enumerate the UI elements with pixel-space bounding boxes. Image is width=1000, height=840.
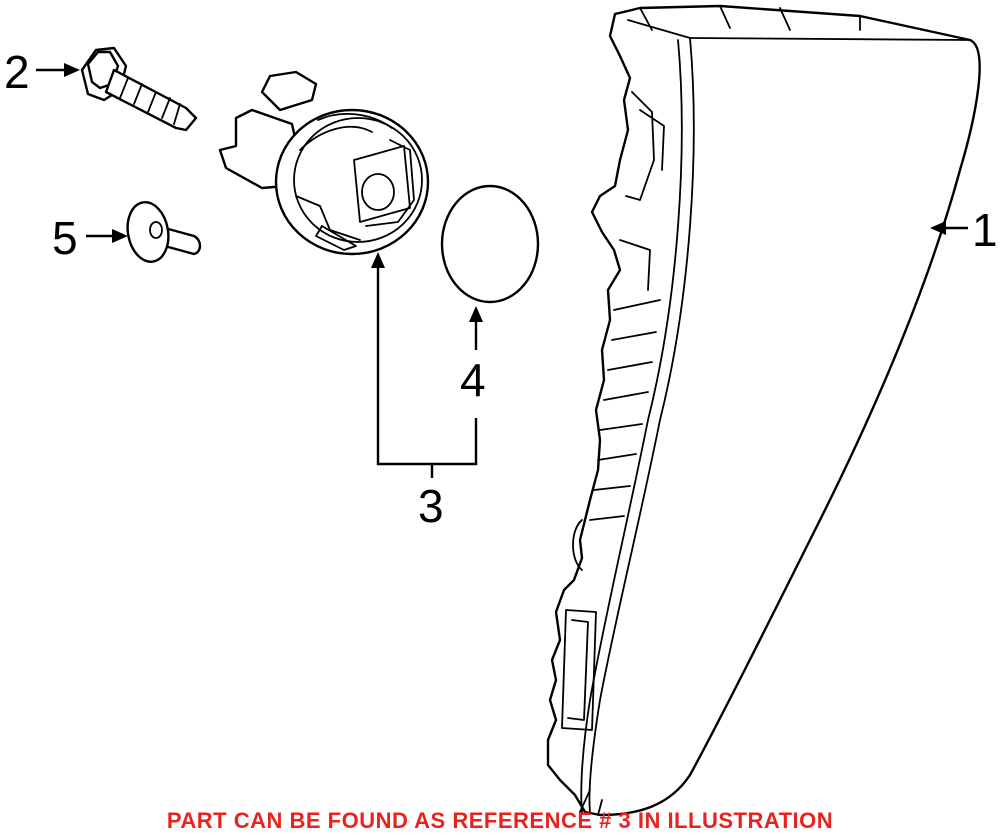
pin-head <box>126 201 170 263</box>
arrowhead-2 <box>64 63 80 77</box>
lamp-mounting-ribs <box>589 91 665 521</box>
part-3-bulb-socket[interactable] <box>218 70 430 256</box>
lamp-lens-inner-edge <box>588 37 695 813</box>
lamp-lens-edge <box>689 37 971 41</box>
arrowhead-4 <box>469 306 483 322</box>
lamp-rounded-boss <box>572 519 583 571</box>
bolt-shank <box>104 68 198 132</box>
callout-number-2: 2 <box>4 46 30 98</box>
socket-face-terminals <box>295 112 415 241</box>
part-4-gasket-ring[interactable] <box>440 184 540 304</box>
lamp-bottom-tip <box>579 789 603 816</box>
lamp-housing-outline <box>546 4 981 817</box>
callout-number-1: 1 <box>972 204 998 256</box>
arrowhead-3 <box>371 252 385 268</box>
leader-3-bracket <box>376 266 478 478</box>
arrowhead-1 <box>930 221 946 235</box>
socket-square-housing <box>353 145 411 223</box>
lamp-lower-bracket <box>561 609 597 731</box>
socket-body <box>274 108 430 256</box>
lamp-lens-inner-edge-2 <box>580 39 683 813</box>
socket-connector-ring <box>361 173 395 211</box>
reference-note: PART CAN BE FOUND AS REFERENCE # 3 IN IL… <box>166 808 834 833</box>
part-5-push-pin[interactable] <box>123 199 202 265</box>
pin-head-center <box>149 221 163 239</box>
socket-rear-tabs <box>260 70 318 112</box>
socket-lower-lug <box>315 225 357 251</box>
callout-number-5: 5 <box>52 212 78 264</box>
part-1-tail-lamp-assembly[interactable] <box>546 4 981 817</box>
callout-number-4: 4 <box>460 354 486 406</box>
socket-face-rim <box>293 117 423 243</box>
arrowhead-5 <box>112 229 128 243</box>
part-2-bolt[interactable] <box>80 46 198 132</box>
bolt-threads <box>119 77 181 125</box>
lamp-top-flange <box>627 5 861 39</box>
callout-number-3: 3 <box>418 480 444 532</box>
